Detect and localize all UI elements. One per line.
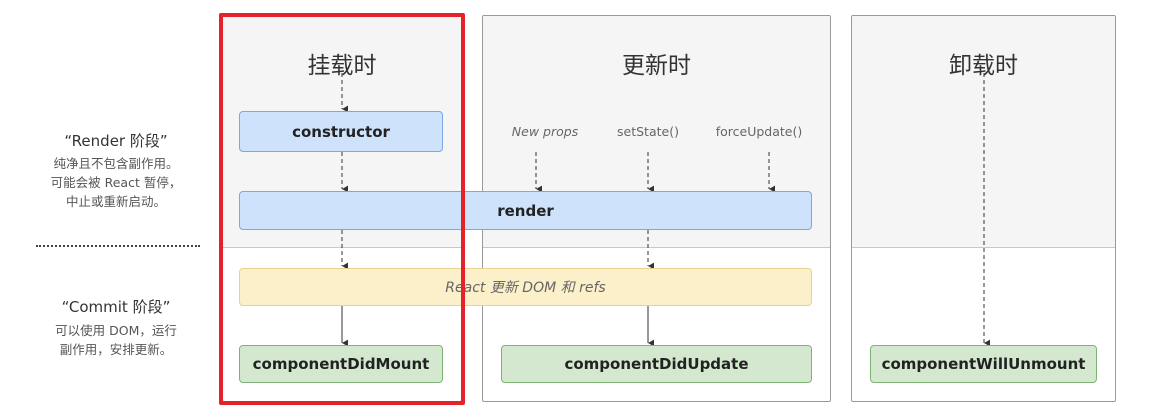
trigger-set-state: setState(): [617, 124, 679, 139]
mount-highlight-frame: [219, 13, 465, 405]
render-desc-line-2: 可能会被 React 暂停，: [50, 175, 182, 190]
render-box: render: [239, 191, 812, 230]
component-did-update-box: componentDidUpdate: [501, 345, 812, 383]
commit-phase-description: 可以使用 DOM，运行 副作用，安排更新。: [16, 321, 216, 359]
commit-desc-line-1: 可以使用 DOM，运行: [55, 323, 177, 338]
render-phase-title: “Render 阶段”: [64, 132, 168, 150]
commit-desc-line-2: 副作用，安排更新。: [59, 342, 173, 357]
commit-phase-title: “Commit 阶段”: [61, 298, 171, 316]
trigger-new-props: New props: [511, 124, 579, 139]
component-will-unmount-box: componentWillUnmount: [870, 345, 1097, 383]
render-desc-line-3: 中止或重新启动。: [65, 194, 166, 209]
react-updates-dom-box: React 更新 DOM 和 refs: [239, 268, 812, 306]
render-desc-line-1: 纯净且不包含副作用。: [53, 156, 179, 171]
phase-divider: [36, 245, 200, 247]
component-did-mount-box: componentDidMount: [239, 345, 443, 383]
constructor-box: constructor: [239, 111, 443, 152]
update-column-title: 更新时: [622, 53, 691, 79]
render-phase-description: 纯净且不包含副作用。 可能会被 React 暂停， 中止或重新启动。: [16, 154, 216, 211]
trigger-force-update: forceUpdate(): [715, 124, 803, 139]
